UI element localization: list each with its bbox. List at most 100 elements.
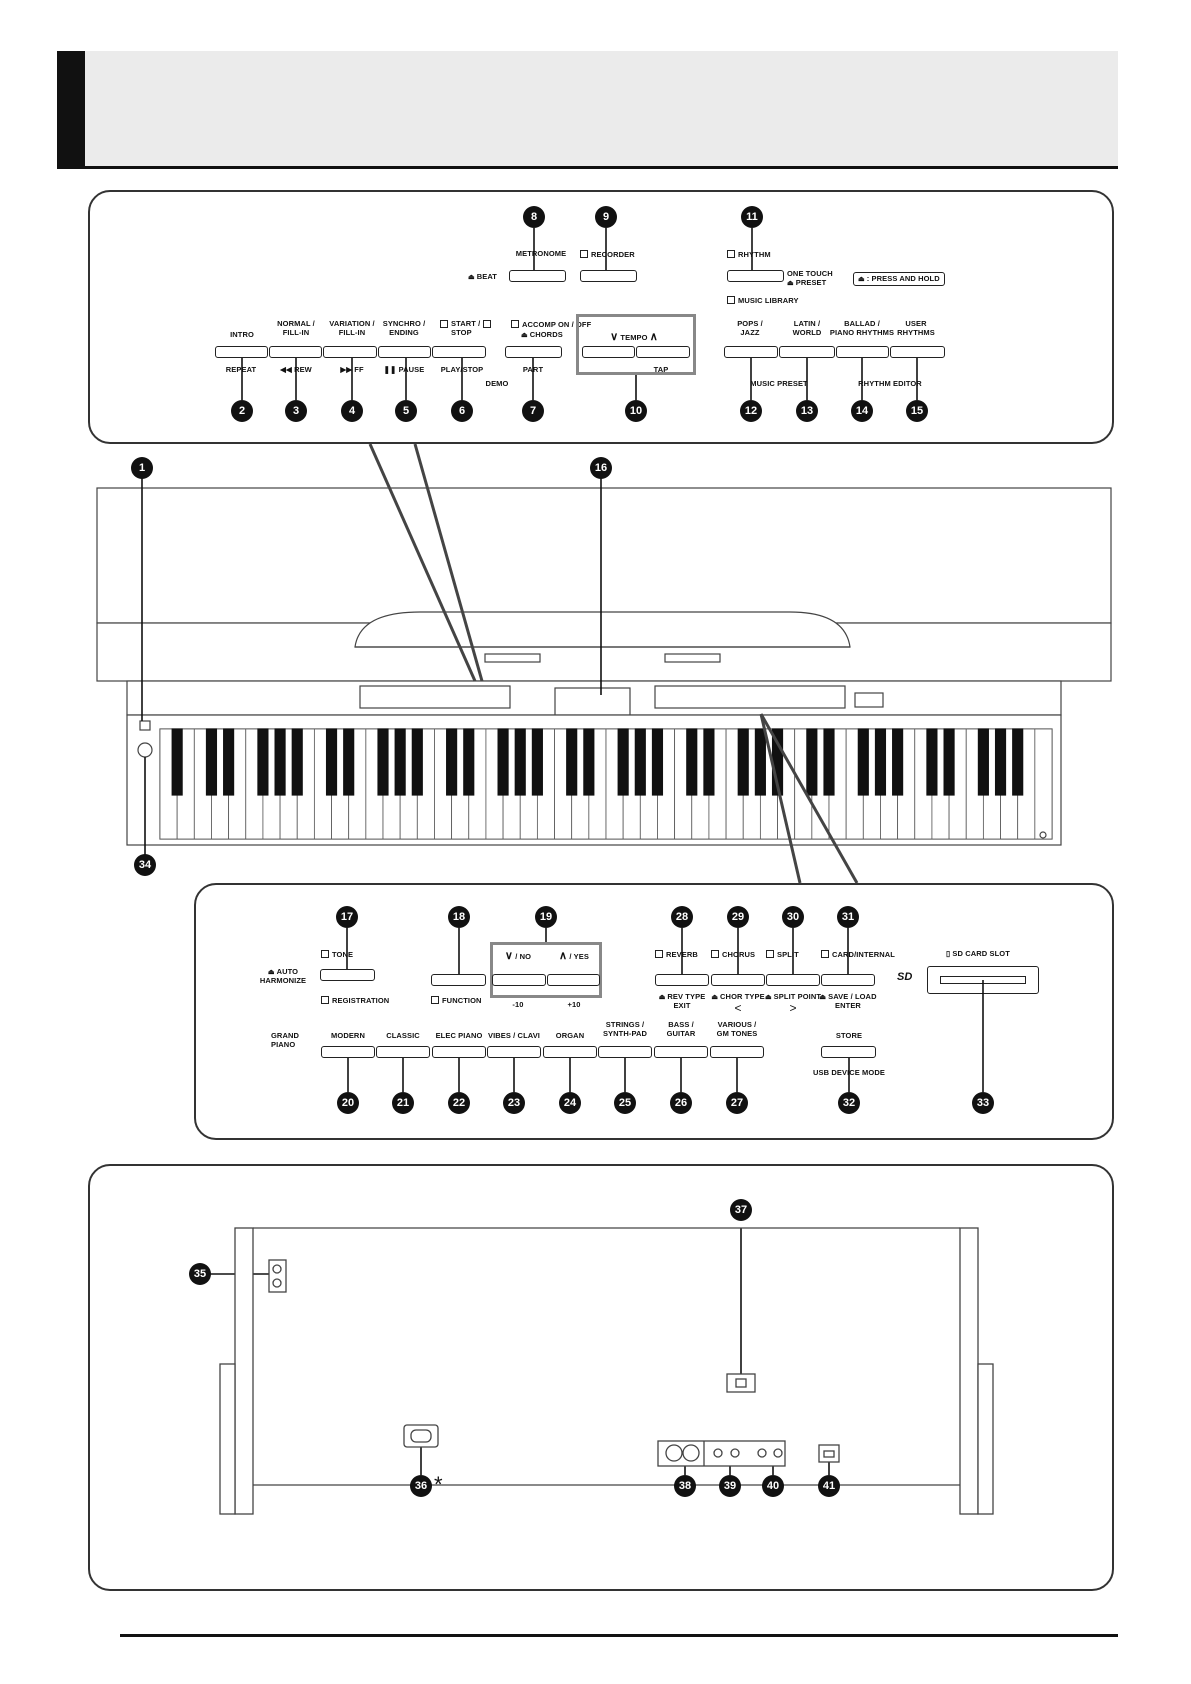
black-key	[977, 728, 989, 796]
start-stop-indicator-2	[483, 320, 492, 328]
vibes-clavi-button[interactable]	[487, 1046, 541, 1058]
hold-icon: ⏏	[658, 994, 666, 1001]
callout-14: 14	[851, 400, 873, 422]
rear-panel-drawing	[219, 1227, 994, 1515]
headphone-jack-1	[272, 1264, 282, 1274]
fast-forward-icon: ▶▶	[340, 365, 353, 374]
music-preset-label: MUSIC PRESET	[750, 379, 808, 388]
card-internal-indicator	[821, 950, 829, 958]
pops-jazz-button[interactable]	[724, 346, 778, 358]
callout-17: 17	[336, 906, 358, 928]
various-gm-label: VARIOUS / GM TONES	[716, 1020, 758, 1038]
leader-top-right	[413, 443, 484, 682]
repeat-label: REPEAT	[225, 365, 257, 374]
callout-18: 18	[448, 906, 470, 928]
tone-button[interactable]	[320, 969, 375, 981]
piano-top-board	[96, 487, 1112, 624]
accomp-button[interactable]	[505, 346, 562, 358]
card-internal-label: CARD/INTERNAL	[821, 950, 895, 960]
modern-label: MODERN	[331, 1031, 365, 1040]
strip-sd-slot	[854, 692, 884, 708]
grand-piano-label: GRAND PIANO	[271, 1031, 299, 1049]
ballad-piano-button[interactable]	[836, 346, 889, 358]
card-internal-button[interactable]	[821, 974, 875, 986]
rhythm-editor-label: RHYTHM EDITOR	[858, 379, 922, 388]
start-stop-button[interactable]	[432, 346, 486, 358]
reverb-button[interactable]	[655, 974, 709, 986]
strip-right-buttons	[654, 685, 846, 709]
accomp-indicator	[511, 320, 519, 328]
ff-label: ▶▶ FF	[340, 365, 364, 374]
variation-fill-button[interactable]	[323, 346, 377, 358]
black-key	[634, 728, 646, 796]
callout-leaders	[141, 228, 984, 1475]
recorder-button[interactable]	[580, 270, 637, 282]
intro-button[interactable]	[215, 346, 268, 358]
normal-fill-button[interactable]	[269, 346, 322, 358]
black-key	[617, 728, 629, 796]
synchro-ending-button[interactable]	[378, 346, 431, 358]
rew-label: ◀◀ REW	[280, 365, 312, 374]
no-button[interactable]	[492, 974, 546, 986]
pedal-jack-1	[665, 1444, 683, 1462]
sd-logo: SD	[897, 971, 913, 983]
callout-36: 36	[410, 1475, 432, 1497]
callout-25: 25	[614, 1092, 636, 1114]
bass-guitar-button[interactable]	[654, 1046, 708, 1058]
black-key	[737, 728, 749, 796]
user-rhythms-button[interactable]	[890, 346, 945, 358]
metronome-button[interactable]	[509, 270, 566, 282]
latin-world-button[interactable]	[779, 346, 835, 358]
store-label: STORE	[835, 1031, 863, 1040]
accomp-label: ACCOMP ON / OFF	[511, 320, 591, 330]
header-box	[57, 51, 1118, 169]
store-button[interactable]	[821, 1046, 876, 1058]
split-button[interactable]	[766, 974, 820, 986]
yes-no-highlight-box	[490, 942, 602, 998]
callout-22: 22	[448, 1092, 470, 1114]
registration-indicator	[321, 996, 329, 1004]
modern-button[interactable]	[321, 1046, 375, 1058]
normal-fill-label: NORMAL / FILL-IN	[277, 319, 315, 337]
intro-label: INTRO	[230, 330, 254, 339]
rear-left-leg	[234, 1227, 254, 1515]
classic-button[interactable]	[376, 1046, 430, 1058]
tempo-up-button[interactable]	[636, 346, 690, 358]
rhythm-label: RHYTHM	[727, 250, 771, 260]
callout-16: 16	[590, 457, 612, 479]
organ-button[interactable]	[543, 1046, 597, 1058]
hold-icon: ⏏	[858, 276, 865, 283]
tempo-down-button[interactable]	[582, 346, 635, 358]
callout-31: 31	[837, 906, 859, 928]
up-icon: ∧	[559, 950, 568, 962]
rhythm-button[interactable]	[727, 270, 784, 282]
yes-button[interactable]	[547, 974, 600, 986]
chorus-button[interactable]	[711, 974, 765, 986]
elec-piano-button[interactable]	[432, 1046, 486, 1058]
black-key	[857, 728, 869, 796]
chords-label: ⏏CHORDS	[521, 330, 563, 339]
hold-icon: ⏏	[267, 969, 275, 976]
callout-33: 33	[972, 1092, 994, 1114]
bass-guitar-label: BASS / GUITAR	[666, 1020, 696, 1038]
callout-40: 40	[762, 1475, 784, 1497]
callout-32: 32	[838, 1092, 860, 1114]
function-button[interactable]	[431, 974, 486, 986]
sd-card-icon: ▯	[946, 949, 951, 958]
chor-type-label: ⏏CHOR TYPE<	[711, 992, 765, 1016]
music-library-indicator	[727, 296, 735, 304]
start-stop-indicator-1	[440, 320, 448, 328]
recorder-indicator	[580, 250, 588, 258]
black-key	[463, 728, 475, 796]
one-touch-label: ONE TOUCH⏏PRESET	[787, 269, 833, 287]
black-key	[926, 728, 938, 796]
vibes-clavi-label: VIBES / CLAVI	[487, 1031, 541, 1040]
strings-button[interactable]	[598, 1046, 652, 1058]
callout-13: 13	[796, 400, 818, 422]
pause-icon: ❚❚	[383, 365, 397, 374]
callout-26: 26	[670, 1092, 692, 1114]
various-gm-button[interactable]	[710, 1046, 764, 1058]
